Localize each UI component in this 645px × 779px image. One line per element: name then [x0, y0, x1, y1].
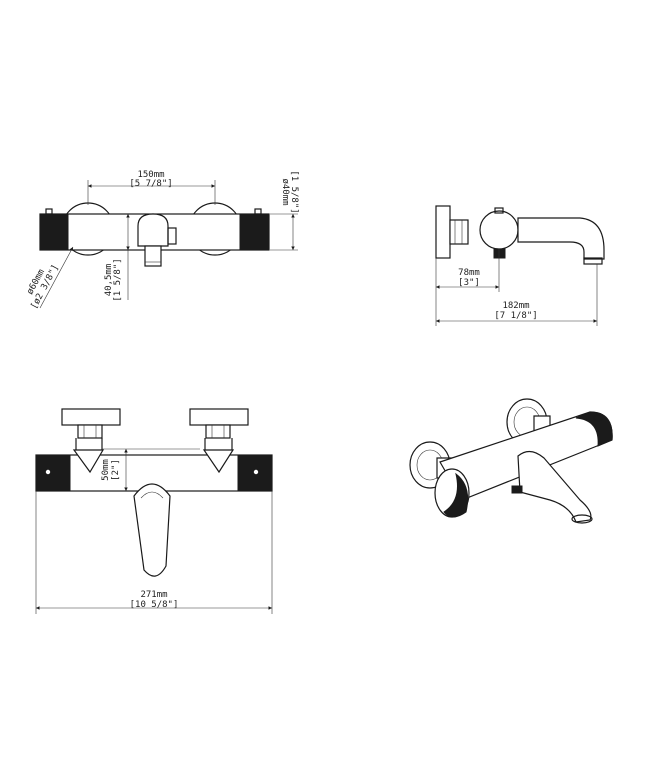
top-view-diverter	[137, 213, 169, 247]
isometric-view	[409, 398, 613, 524]
side-view-connector	[449, 219, 469, 245]
dim-label-5-7-8: [5 7/8"]	[129, 179, 172, 189]
front-view-elbow-left	[72, 449, 105, 474]
dim-label-182mm: 182mm	[502, 301, 529, 311]
dim-label-3: [3"]	[458, 278, 480, 288]
dim-line-60	[39, 246, 74, 309]
front-view-elbow-right	[202, 449, 235, 474]
top-view-outlet	[144, 245, 162, 267]
dim-label-40-5mm: 40,5mm	[104, 264, 114, 297]
dim-label-7-1-8: [7 1/8"]	[494, 311, 537, 321]
dim-label-50mm: 50mm	[101, 459, 111, 481]
dim-label-271mm: 271mm	[140, 590, 167, 600]
dim-label-40mm: ø40mm	[280, 178, 290, 205]
top-view-pin-right	[254, 208, 262, 215]
side-view-flange	[435, 205, 451, 259]
top-view-cap-right	[239, 213, 270, 251]
side-view-spout	[517, 217, 605, 260]
front-view-spout	[133, 483, 171, 577]
front-view-cap-left	[35, 454, 71, 492]
dim-label-2: [2"]	[111, 459, 121, 481]
dim-label-1-5-8-b: [1 5/8"]	[113, 258, 123, 301]
front-view: 50mm [2"] 271mm [10 5/8"]	[35, 408, 273, 614]
side-view-body	[479, 210, 519, 250]
iso-nut	[511, 485, 523, 494]
front-view-flange-left	[61, 408, 121, 426]
top-view-pin-left	[45, 208, 53, 215]
dim-label-10-5-8: [10 5/8"]	[130, 600, 179, 610]
top-view-cap-left	[39, 213, 69, 251]
top-view: 150mm [5 7/8"] ø40mm [1 5/8"] 40,5mm [1 …	[25, 170, 299, 311]
dim-label-78mm: 78mm	[458, 268, 480, 278]
side-view-nut	[493, 248, 506, 259]
front-view-flange-right	[189, 408, 249, 426]
dim-label-1-5-8-a: [1 5/8"]	[289, 170, 299, 213]
top-view-diverter-lever	[167, 227, 177, 245]
iso-cap-right	[575, 411, 613, 447]
side-view: 78mm [3"] 182mm [7 1/8"]	[435, 205, 605, 326]
dim-label-150mm: 150mm	[137, 170, 164, 180]
iso-spout	[517, 450, 592, 523]
